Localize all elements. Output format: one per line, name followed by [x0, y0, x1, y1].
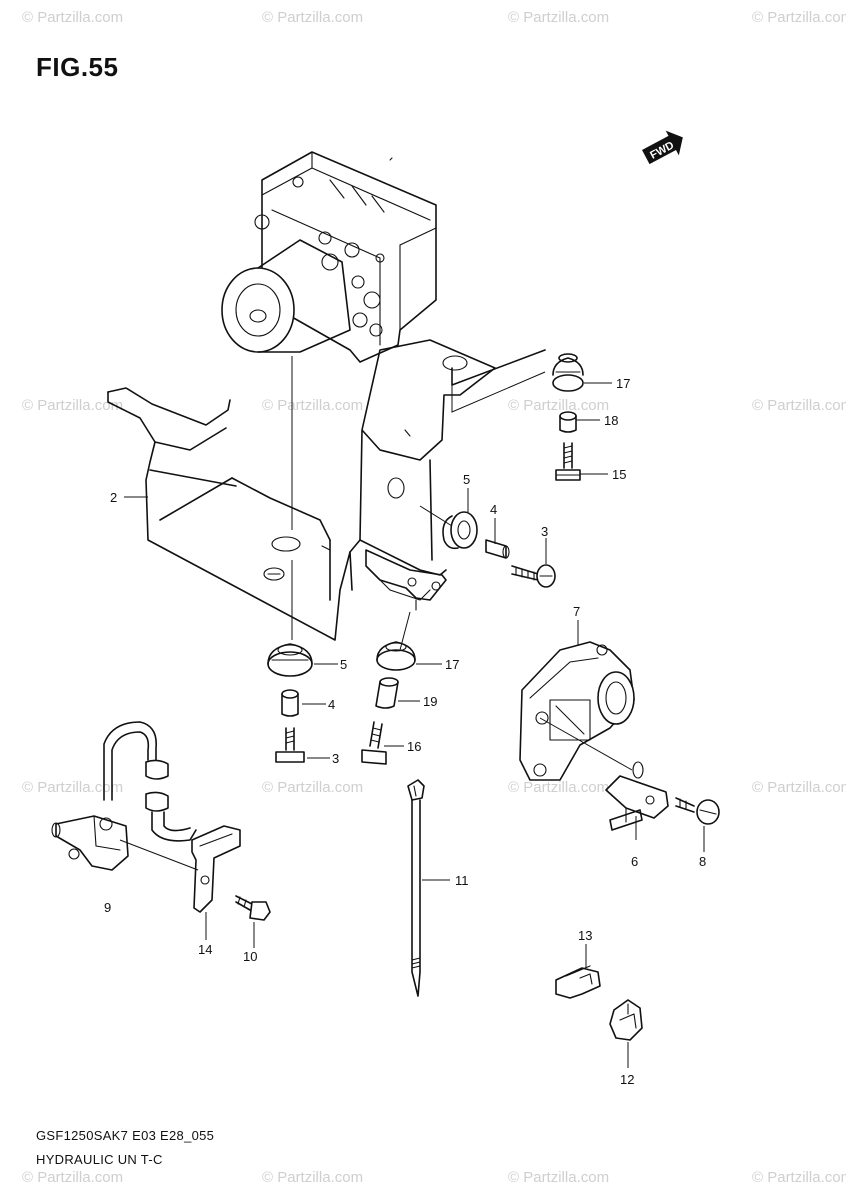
mounting-bracket-drawing [107, 339, 546, 641]
collar-lower-left-drawing [281, 689, 299, 717]
assembly-guide-line [451, 371, 546, 413]
watermark: © Partzilla.com [508, 1169, 609, 1186]
callout-4-side: 4 [490, 502, 497, 517]
watermark: © Partzilla.com [508, 9, 609, 26]
sensor-bracket-drawing [519, 641, 635, 781]
callout-13: 13 [578, 928, 592, 943]
bolt-clamp-drawing [235, 895, 271, 921]
callout-12: 12 [620, 1072, 634, 1087]
callout-16: 16 [407, 739, 421, 754]
assembly-guide-line [119, 839, 199, 871]
watermark: © Partzilla.com [22, 397, 123, 414]
watermark: © Partzilla.com [262, 779, 363, 796]
callout-leaders [124, 382, 705, 1068]
collar-upper-drawing [559, 411, 577, 433]
callout-15: 15 [612, 467, 626, 482]
callout-17-upper: 17 [616, 376, 630, 391]
clip-upper-drawing [555, 965, 601, 999]
fwd-label: FWD [648, 139, 676, 161]
watermark: © Partzilla.com [262, 9, 363, 26]
callout-5-side: 5 [463, 472, 470, 487]
callout-8: 8 [699, 854, 706, 869]
callout-14: 14 [198, 942, 212, 957]
hydraulic-unit-drawing [221, 151, 437, 363]
callout-11: 11 [455, 873, 469, 888]
assembly-guide-line [419, 505, 453, 527]
collar-lower-right-drawing [375, 677, 399, 709]
assembly-guide-line [539, 717, 633, 771]
grommet-upper-drawing [552, 353, 584, 392]
cable-tie-drawing [407, 779, 425, 997]
callout-10: 10 [243, 949, 257, 964]
watermark: © Partzilla.com [22, 779, 123, 796]
speed-sensor-left-drawing [51, 721, 197, 871]
callout-5-lower: 5 [340, 657, 347, 672]
watermark-layer: © Partzilla.com © Partzilla.com © Partzi… [22, 9, 846, 1186]
grommet-lower-right-drawing [376, 641, 416, 671]
watermark: © Partzilla.com [752, 779, 846, 796]
collar-side-drawing [485, 539, 510, 559]
callout-17-lower: 17 [445, 657, 459, 672]
bolt-right-drawing [675, 797, 720, 825]
watermark: © Partzilla.com [262, 1169, 363, 1186]
callout-2: 2 [110, 490, 117, 505]
callout-7: 7 [573, 604, 580, 619]
callout-3-side: 3 [541, 524, 548, 539]
model-code-label: GSF1250SAK7 E03 E28_055 [36, 1128, 215, 1143]
clip-lower-drawing [609, 999, 643, 1041]
callout-9: 9 [104, 900, 111, 915]
watermark: © Partzilla.com [752, 1169, 846, 1186]
bolt-lower-right-drawing [361, 721, 387, 765]
watermark: © Partzilla.com [508, 397, 609, 414]
grommet-side-drawing [442, 511, 478, 550]
callout-4-lower: 4 [328, 697, 335, 712]
watermark: © Partzilla.com [752, 397, 846, 414]
speed-sensor-right-drawing [605, 761, 669, 831]
callout-19: 19 [423, 694, 437, 709]
watermark: © Partzilla.com [22, 1169, 123, 1186]
callout-6: 6 [631, 854, 638, 869]
watermark: © Partzilla.com [508, 779, 609, 796]
bolt-lower-left-drawing [275, 727, 305, 763]
grommet-lower-left-drawing [267, 643, 313, 677]
bolt-upper-drawing [555, 442, 581, 481]
callout-18: 18 [604, 413, 618, 428]
watermark: © Partzilla.com [752, 9, 846, 26]
watermark: © Partzilla.com [22, 9, 123, 26]
callout-3-lower: 3 [332, 751, 339, 766]
watermark: © Partzilla.com [262, 397, 363, 414]
sensor-clamp-drawing [191, 825, 241, 913]
figure-title: FIG.55 [36, 52, 119, 82]
fwd-arrow-icon: FWD [642, 130, 683, 165]
callout-labels: 2 3 3 4 4 5 5 6 7 8 9 10 11 12 13 14 15 … [104, 376, 706, 1087]
section-name-label: HYDRAULIC UN T-C [36, 1152, 163, 1167]
bolt-side-drawing [511, 564, 556, 588]
